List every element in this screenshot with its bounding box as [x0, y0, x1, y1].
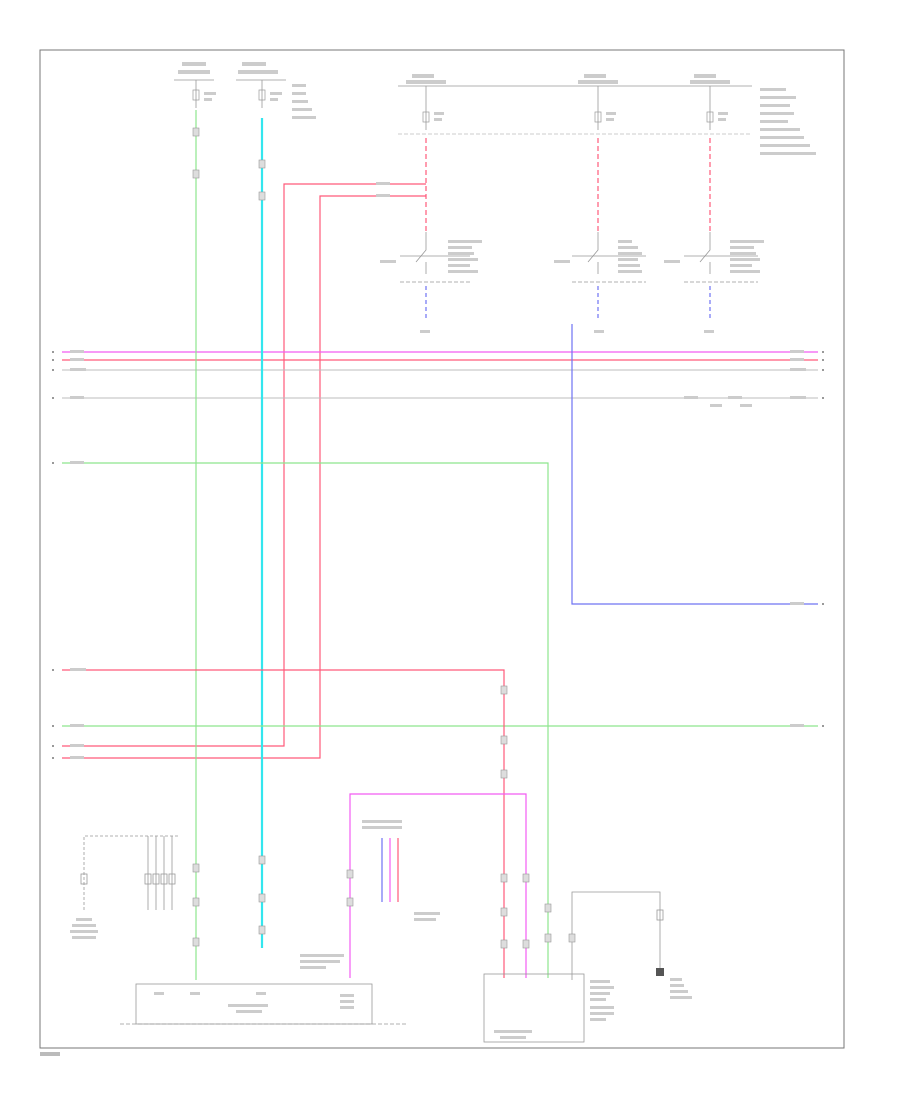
sensor-labels [494, 978, 692, 1039]
ground-switch-left [80, 835, 178, 910]
sensor-ground [656, 968, 664, 976]
wire-trans-connector [381, 838, 399, 902]
control-module-labels [154, 954, 354, 1013]
wire-magenta-sensor [349, 793, 527, 978]
trans-connector-label [362, 820, 440, 921]
relay-group [400, 232, 758, 283]
wire-green-mid [62, 462, 818, 978]
relay-labels [380, 240, 764, 333]
fuse-feed-left [174, 79, 286, 108]
wire-red-sensor [62, 669, 505, 978]
fuse-bus-right-text [406, 74, 816, 155]
bus-end-labels [70, 182, 806, 759]
control-module-box [120, 983, 408, 1025]
wire-blue-relay-drops [425, 286, 711, 318]
bus-end-marks [52, 351, 824, 759]
sensor-box [483, 891, 664, 1043]
wire-gray-bus [62, 369, 818, 399]
ground-switch-label [70, 918, 98, 939]
wire-red-fuse-drops [425, 138, 711, 232]
wire-blue-long [571, 324, 818, 605]
diagram-frame [39, 49, 845, 1049]
fuse-bus-right [398, 85, 752, 135]
corner-label-mark [40, 1052, 60, 1056]
wire-red-feed [62, 183, 426, 759]
fuse-feed-left-text [178, 62, 316, 119]
connector-marks [192, 127, 576, 949]
